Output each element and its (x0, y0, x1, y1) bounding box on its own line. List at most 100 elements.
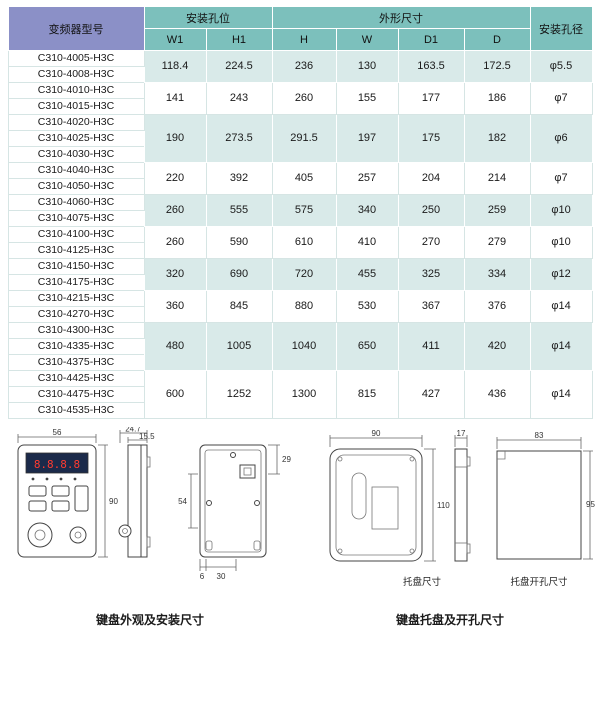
dim-cell: 250 (397, 194, 465, 227)
model-cell: C310-4300-H3C (7, 322, 145, 339)
keypad-side-view: 24.7 15.5 (118, 427, 155, 558)
dim-cell: 186 (463, 82, 531, 115)
hole-diameter-cell: φ6 (529, 114, 593, 163)
model-cell: C310-4015-H3C (7, 98, 145, 115)
dim-rear-left: 54 (178, 497, 187, 506)
model-cell: C310-4475-H3C (7, 386, 145, 403)
dim-cell: 845 (205, 290, 273, 323)
col-header-h1: H1 (205, 28, 273, 51)
dim-cell: 610 (271, 226, 337, 259)
model-cell: C310-4060-H3C (7, 194, 145, 211)
keypad-rear-view: 29 54 6 30 (178, 444, 291, 581)
dim-rear-bottom-2: 30 (217, 572, 226, 581)
col-group-mounting-holes: 安装孔位 (143, 6, 273, 29)
hole-diameter-cell: φ10 (529, 194, 593, 227)
hole-diameter-cell: φ10 (529, 226, 593, 259)
model-cell: C310-4040-H3C (7, 162, 145, 179)
dim-cell: 340 (335, 194, 399, 227)
dim-cell: 480 (143, 322, 207, 371)
col-header-hole-diameter: 安装孔径 (529, 6, 593, 51)
dim-cell: 224.5 (205, 50, 273, 83)
tray-window (371, 486, 399, 530)
led-indicator (31, 477, 35, 481)
tray-size-label: 托盘尺寸 (403, 576, 442, 588)
dim-cell: 1040 (271, 322, 337, 371)
dim-cell: 690 (205, 258, 273, 291)
table-row: C310-4030-H3C (7, 146, 592, 163)
keypad-button (74, 485, 89, 512)
model-cell: C310-4020-H3C (7, 114, 145, 131)
dim-cell: 243 (205, 82, 273, 115)
model-cell: C310-4270-H3C (7, 306, 145, 323)
keypad-front-view: 8.8.8.8 56 90 (17, 428, 118, 558)
model-cell: C310-4008-H3C (7, 66, 145, 83)
col-header-model: 变频器型号 (7, 6, 145, 51)
dim-cell: 376 (463, 290, 531, 323)
keypad-button (28, 485, 47, 497)
dim-cell: 650 (335, 322, 399, 371)
dim-tray-width: 90 (372, 429, 381, 438)
dim-cell: 270 (397, 226, 465, 259)
keypad-display (25, 452, 89, 474)
keypad-knob-center (34, 529, 46, 541)
model-cell: C310-4100-H3C (7, 226, 145, 243)
caption-keypad: 键盘外观及安装尺寸 (95, 613, 204, 627)
hole-diameter-cell: φ7 (529, 82, 593, 115)
col-header-d: D (463, 28, 531, 51)
hole-diameter-cell: φ14 (529, 290, 593, 323)
dim-cell: 279 (463, 226, 531, 259)
dim-cell: 175 (397, 114, 465, 163)
model-cell: C310-4025-H3C (7, 130, 145, 147)
dim-cell: 260 (271, 82, 337, 115)
dim-cell: 320 (143, 258, 207, 291)
cutout-size-label: 托盘开孔尺寸 (510, 576, 568, 588)
table-row: C310-4535-H3C (7, 402, 592, 419)
col-group-outline-dims: 外形尺寸 (271, 6, 531, 29)
keypad-display-digits: 8.8.8.8 (34, 458, 80, 471)
dim-cell: 575 (271, 194, 337, 227)
run-button-center (74, 531, 82, 539)
hole-diameter-cell: φ12 (529, 258, 593, 291)
dim-cell: 720 (271, 258, 337, 291)
dim-cutout-width: 83 (535, 431, 544, 440)
dim-cell: 130 (335, 50, 399, 83)
dim-cell: 360 (143, 290, 207, 323)
dim-cell: 405 (271, 162, 337, 195)
led-indicator (73, 477, 77, 481)
run-button (69, 526, 87, 544)
header-row-1: 变频器型号 安装孔位 外形尺寸 安装孔径 (7, 6, 593, 51)
dim-cell: 177 (397, 82, 465, 115)
tray-side-view: 17 托盘尺寸 (403, 429, 471, 588)
table-row: C310-4335-H3C (7, 338, 592, 355)
dim-cell: 815 (335, 370, 399, 419)
mounting-hole (206, 500, 212, 506)
dim-cell: 204 (397, 162, 465, 195)
dim-cell: 334 (463, 258, 531, 291)
tray-slot (351, 472, 367, 520)
tray-cutout-view: 83 95 托盘开孔尺寸 (496, 431, 595, 588)
dim-cell: 141 (143, 82, 207, 115)
dim-cell: 259 (463, 194, 531, 227)
dim-cell: 367 (397, 290, 465, 323)
mounting-hole (254, 500, 260, 506)
dim-cell: 214 (463, 162, 531, 195)
dim-cell: 530 (335, 290, 399, 323)
dim-cell: 600 (143, 370, 207, 419)
dim-cell: 257 (335, 162, 399, 195)
dim-keypad-height: 90 (109, 497, 118, 506)
dim-rear-right: 29 (282, 455, 291, 464)
model-cell: C310-4010-H3C (7, 82, 145, 99)
led-indicator (59, 477, 63, 481)
model-cell: C310-4535-H3C (7, 402, 145, 419)
dim-cell: 182 (463, 114, 531, 163)
dim-tray-side-depth: 17 (457, 429, 466, 438)
model-cell: C310-4335-H3C (7, 338, 145, 355)
hole-diameter-cell: φ14 (529, 370, 593, 419)
model-cell: C310-4050-H3C (7, 178, 145, 195)
col-header-w: W (335, 28, 399, 51)
dim-cell: 880 (271, 290, 337, 323)
tray-front-view: 90 110 (329, 429, 450, 562)
table-row: C310-4475-H3C (7, 386, 592, 403)
